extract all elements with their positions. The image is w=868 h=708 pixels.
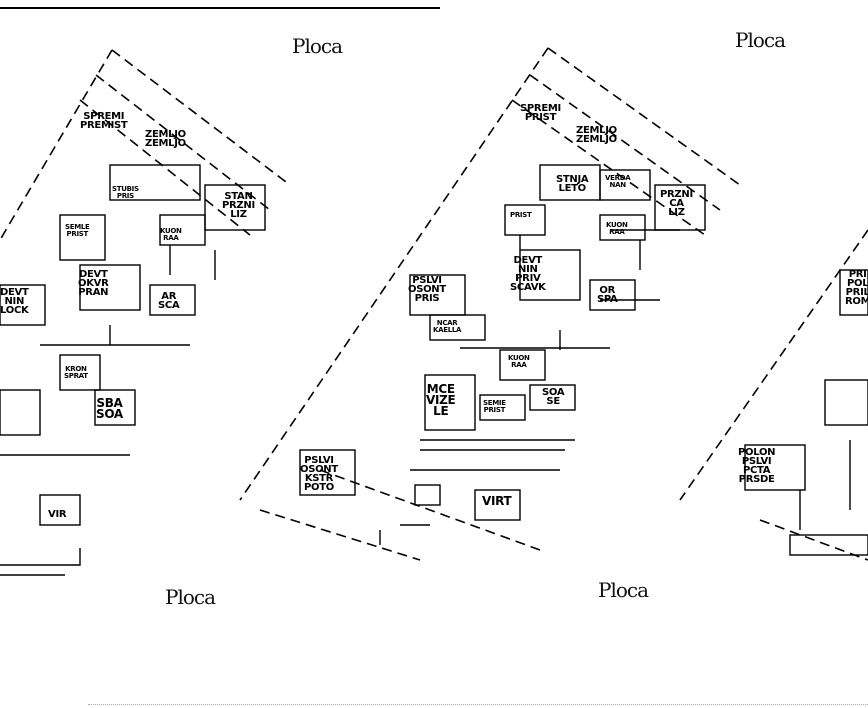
room-label: AR SCA [158,291,180,311]
center-plan-outline [239,47,549,501]
room-label: ZEMLJO ZEMLJO [145,129,186,149]
room-label: OR SPA [597,285,618,305]
left-plan-roof-line [111,49,291,186]
room-label: KUON RAA [606,221,628,236]
room-label: NCAR KAELLA [433,319,462,334]
room-label: STAN PRZNI LIZ [222,191,255,220]
room-label: PRI POL PRIL ROM [845,269,868,307]
room-label: STNJA LETO [556,174,589,194]
caption-bottom-left: Ploca [165,585,216,609]
room-label: SPREMI PRIST [520,103,561,123]
caption-bottom-right: Ploca [598,578,649,602]
room-label: MCE VIZE LE [426,382,456,418]
room-label: PRIST [510,211,532,219]
room-label: DEVT OKVR PRAN [78,269,109,298]
room-label: SEMLE PRIST [65,223,90,238]
room-label: POLON PSLVI PCTA PRSDE [738,447,776,485]
caption-top-center: Ploca [292,34,343,58]
room-label: DEVT NIN PRIV SCAVK [510,255,546,293]
right-plan-outline [679,229,868,501]
room-label: KUON RAA [508,354,530,369]
room-label: PSLVI OSONT PRIS [408,275,446,304]
left-plan-outline [0,49,113,241]
bottom-dotted-line [88,704,868,705]
room-label: DEVT NIN LOCK [0,287,29,316]
top-border-line [0,7,440,9]
room-label: SPREMI PREMIST [80,111,128,131]
caption-top-right: Ploca [735,28,786,52]
room-label: VIR [48,509,67,520]
room-label: SEMIE PRIST [483,399,506,414]
room-label: STUBIS PRIS [112,185,139,200]
room-label: PRZNI CA LIZ [660,189,693,218]
room-label: VERDA NAN [605,174,631,189]
room-label: PSLVI OSONT KSTR POTO [300,455,338,493]
room-label: SOA SE [542,387,565,407]
room-label: SBA SOA [96,396,123,421]
room-label: ZEMLJO ZEMLJO [576,125,617,145]
room-label: VIRT [482,494,512,508]
center-plan-roof-line [547,47,741,186]
room-label: KRON SPRAT [64,365,88,380]
room-label: KUON RAA [160,227,182,242]
